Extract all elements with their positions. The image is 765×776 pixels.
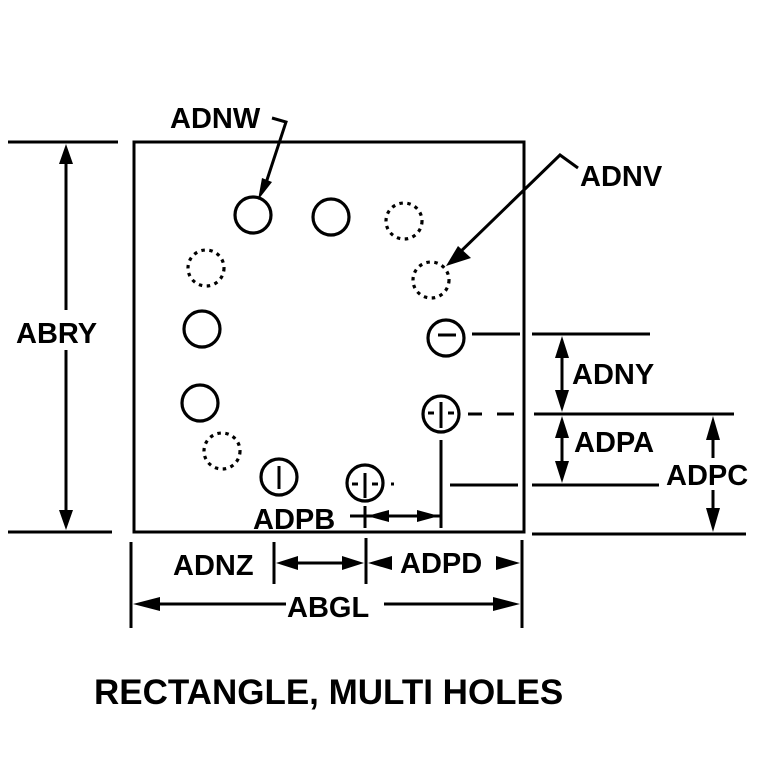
leader-adnv <box>446 153 579 266</box>
label-adpa: ADPA <box>574 427 654 459</box>
label-adpb: ADPB <box>253 504 335 536</box>
hole-right-cross-mark <box>421 394 461 434</box>
hole-centerline-mark-bottom <box>352 473 394 498</box>
extension-lines-right <box>439 332 746 536</box>
hole-top-2 <box>311 197 351 237</box>
hole-left-lower-dotted <box>202 431 242 471</box>
drawing-title: RECTANGLE, MULTI HOLES <box>94 673 563 712</box>
label-adny: ADNY <box>572 359 654 391</box>
hole-top-1 <box>233 195 273 235</box>
dimension-adpa <box>555 416 569 483</box>
label-adpd: ADPD <box>400 548 482 580</box>
hole-bottom-vertical-mark <box>259 457 299 497</box>
hole-left-lower <box>180 383 220 423</box>
hole-bottom-cross-mark <box>345 463 385 503</box>
plate-outline <box>132 140 526 534</box>
hole-centerline-mark-right <box>428 402 454 428</box>
dimension-adny <box>555 336 569 412</box>
hole-right-horizontal-mark <box>426 318 466 358</box>
dimension-abgl <box>133 597 520 611</box>
label-abgl: ABGL <box>287 592 369 624</box>
hole-right-dotted <box>411 260 451 300</box>
label-abry: ABRY <box>16 318 97 350</box>
label-adpc: ADPC <box>666 460 748 492</box>
label-adnz: ADNZ <box>173 550 254 582</box>
dimension-adpb <box>350 506 440 528</box>
extension-lines-bottom <box>129 538 524 628</box>
label-adnv: ADNV <box>580 161 663 193</box>
dimension-adnz <box>276 556 364 570</box>
dimension-adpd <box>368 556 520 570</box>
label-adnw: ADNW <box>170 103 261 135</box>
leader-adnw <box>258 116 288 200</box>
hole-top-3-dotted <box>384 201 424 241</box>
hole-left-middle <box>182 309 222 349</box>
hole-left-upper-dotted <box>186 248 226 288</box>
dimension-adpc <box>706 416 720 532</box>
holes <box>180 195 466 503</box>
dimension-abry <box>8 140 118 534</box>
